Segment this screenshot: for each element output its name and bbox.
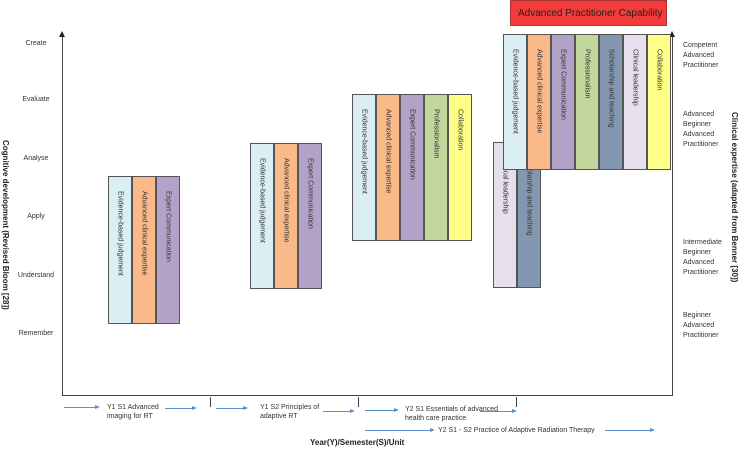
cognitive-level-label: Evaluate	[22, 96, 50, 103]
competency-label: Expert Communication	[559, 49, 567, 120]
unit-line: Y1 S2 Principles of	[260, 404, 320, 411]
banner-label: Advanced Practitioner Capability	[518, 7, 663, 19]
cognitive-level-label: Apply	[27, 213, 45, 220]
competency-label: Professionalism	[583, 49, 591, 99]
competency-bar: Advanced clinical expertise	[527, 34, 551, 170]
expertise-level-line: Beginner	[683, 249, 712, 256]
competency-bar: Expert Communication	[400, 94, 424, 241]
expertise-level-line: Advanced	[683, 259, 715, 266]
expertise-level-line: Beginner	[683, 121, 712, 128]
competency-bar: Evidence-based judgement	[503, 34, 527, 170]
unit-line: Y2 S1 Essentials of advanced	[405, 406, 499, 413]
y-axis-arrowhead	[59, 31, 65, 37]
expertise-level-line: Advanced	[683, 322, 715, 329]
competency-bar: Expert Communication	[156, 176, 180, 324]
expertise-level-line: Beginner	[683, 312, 712, 319]
unit-line: health care practice	[405, 415, 467, 422]
expertise-level-line: Practitioner	[683, 62, 719, 69]
timeline-arrow	[64, 405, 100, 409]
competency-label: Expert Communication	[408, 109, 416, 180]
competency-bar: Evidence-based judgement	[352, 94, 376, 241]
unit-divider	[210, 397, 211, 407]
unit-label: Y2 S1 Essentials of advanced health care …	[405, 405, 498, 423]
competency-label: Evidence-based judgement	[511, 49, 519, 134]
competency-label: Professionalism	[432, 109, 440, 159]
banner: Advanced Practitioner Capability	[510, 0, 667, 26]
competency-bar: Collaboration	[647, 34, 671, 170]
competency-label: Evidence-based judgement	[258, 158, 266, 243]
timeline-arrow	[365, 428, 435, 432]
expertise-level-line: Practitioner	[683, 332, 719, 339]
competency-label: Advanced clinical expertise	[282, 158, 290, 243]
competency-label: Advanced clinical expertise	[384, 109, 392, 194]
expertise-level-line: Practitioner	[683, 141, 719, 148]
expertise-level-line: Advanced	[683, 131, 715, 138]
competency-label: Scholarship and teaching	[525, 157, 533, 236]
unit-divider	[516, 397, 517, 407]
unit-label: Y1 S1 Advanced imaging for RT	[107, 403, 159, 421]
unit-line: adaptive RT	[260, 413, 298, 420]
x-axis-title: Year(Y)/Semester(S)/Unit	[310, 438, 405, 447]
competency-bar: Clinical leadership	[623, 34, 647, 170]
expertise-level-line: Intermediate	[683, 239, 722, 246]
expertise-level-line: Competent	[683, 42, 718, 49]
competency-label: Expert Communication	[306, 158, 314, 229]
competency-bar: Evidence-based judgement	[250, 143, 274, 289]
competency-bar: Scholarship and teaching	[599, 34, 623, 170]
x-axis-line	[62, 395, 673, 396]
y-axis-line	[62, 36, 63, 396]
timeline-arrow	[480, 409, 517, 413]
cognitive-level-label: Understand	[17, 272, 55, 279]
timeline-arrow	[165, 406, 197, 410]
cognitive-level-label: Remember	[18, 330, 54, 337]
expertise-level-line: Practitioner	[683, 269, 719, 276]
competency-label: Collaboration	[655, 49, 663, 91]
timeline-arrow	[605, 428, 655, 432]
competency-bar: Advanced clinical expertise	[132, 176, 156, 324]
cognitive-level-label: Analyse	[23, 155, 49, 162]
timeline-arrow	[365, 408, 399, 412]
left-axis-title: Cognitive development (Revised Bloom [28…	[1, 140, 10, 310]
competency-label: Clinical leadership	[501, 157, 509, 214]
competency-bar: Expert Communication	[298, 143, 322, 289]
unit-divider	[358, 397, 359, 407]
competency-label: Scholarship and teaching	[607, 49, 615, 128]
competency-label: Expert Communication	[164, 191, 172, 262]
competency-bar: Advanced clinical expertise	[274, 143, 298, 289]
competency-label: Advanced clinical expertise	[535, 49, 543, 134]
competency-label: Evidence-based judgement	[116, 191, 124, 276]
unit-label: Y2 S1 - S2 Practice of Adaptive Radiatio…	[438, 426, 595, 435]
competency-label: Advanced clinical expertise	[140, 191, 148, 276]
competency-bar: Professionalism	[575, 34, 599, 170]
unit-line: Y1 S1 Advanced	[107, 404, 159, 411]
unit-label: Y1 S2 Principles of adaptive RT	[260, 403, 319, 421]
right-axis-title: Clinical expertise (adapted from Benner …	[730, 112, 739, 283]
right-axis-arrowhead	[669, 31, 675, 37]
right-axis-line	[672, 36, 673, 396]
timeline-arrow	[216, 406, 248, 410]
competency-bar: Expert Communication	[551, 34, 575, 170]
competency-bar: Collaboration	[448, 94, 472, 241]
unit-line: Y2 S1 - S2 Practice of Adaptive Radiatio…	[438, 427, 595, 434]
expertise-level-line: Advanced	[683, 111, 715, 118]
expertise-level-line: Advanced	[683, 52, 715, 59]
unit-line: imaging for RT	[107, 413, 153, 420]
competency-label: Clinical leadership	[631, 49, 639, 106]
competency-bar: Evidence-based judgement	[108, 176, 132, 324]
competency-label: Collaboration	[456, 109, 464, 151]
timeline-arrow	[323, 409, 355, 413]
competency-bar: Advanced clinical expertise	[376, 94, 400, 241]
competency-label: Evidence-based judgement	[360, 109, 368, 194]
competency-bar: Professionalism	[424, 94, 448, 241]
cognitive-level-label: Create	[25, 40, 47, 47]
